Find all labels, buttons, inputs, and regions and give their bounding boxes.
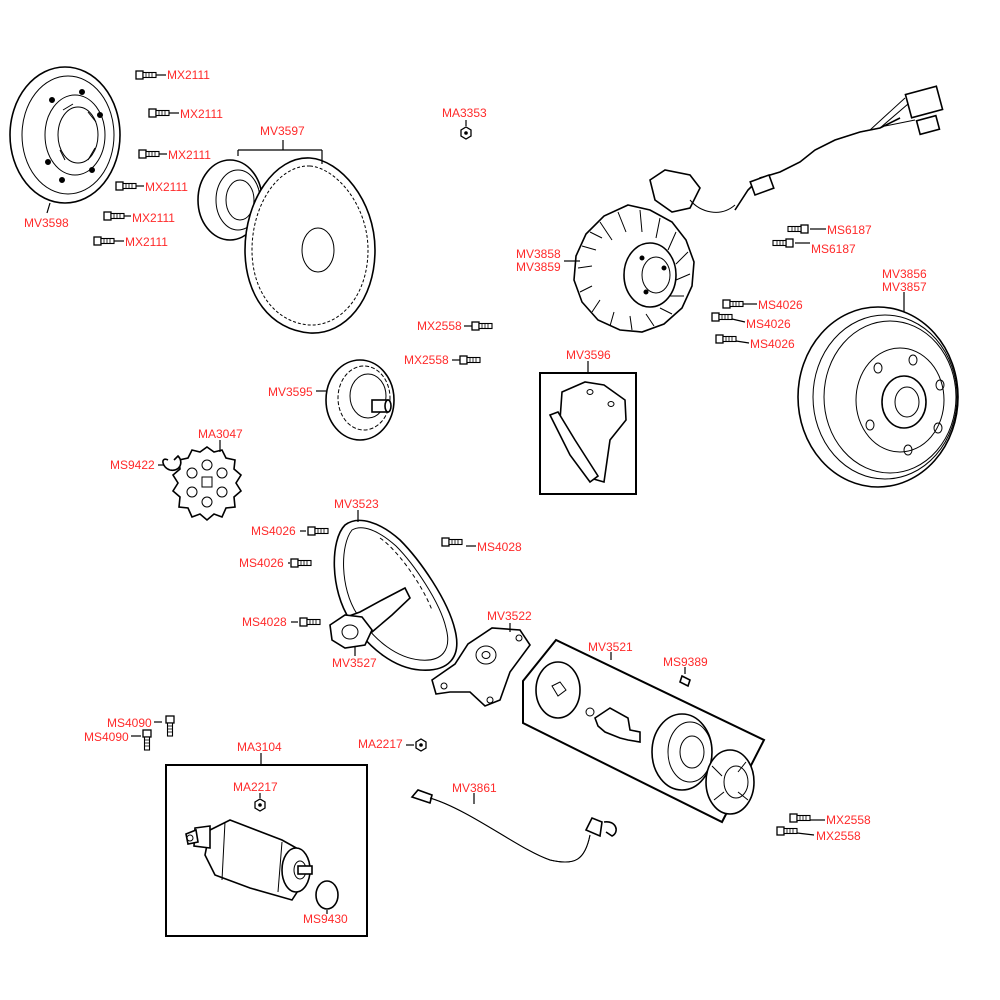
label-ms4090-1: MS4090 xyxy=(107,716,152,730)
label-mv3861: MV3861 xyxy=(452,781,497,795)
label-ms4026-r1: MS4026 xyxy=(758,298,803,312)
starter-cable-part xyxy=(410,789,617,863)
label-ms4028-l: MS4028 xyxy=(242,615,287,629)
label-mv3858: MV3858 xyxy=(516,247,561,261)
chain-part xyxy=(333,519,458,671)
label-mx2111-2: MX2111 xyxy=(180,107,223,121)
drive-pulley-part xyxy=(325,359,395,441)
ma3104-box xyxy=(165,764,368,937)
label-ma2217-2: MA2217 xyxy=(233,780,278,794)
label-mx2111-1: MX2111 xyxy=(167,68,210,82)
label-mx2111-4: MX2111 xyxy=(145,180,188,194)
label-ma2217-1: MA2217 xyxy=(358,737,403,751)
starter-gear-part xyxy=(197,157,376,334)
label-mv3596: MV3596 xyxy=(566,348,611,362)
label-mv3522: MV3522 xyxy=(487,609,532,623)
sprocket-part xyxy=(171,446,243,522)
label-mv3597: MV3597 xyxy=(260,124,305,138)
bracket-part xyxy=(431,627,531,707)
label-mv3859: MV3859 xyxy=(516,260,561,274)
label-ma3047: MA3047 xyxy=(198,427,243,441)
label-mv3595: MV3595 xyxy=(268,385,313,399)
label-ms9430: MS9430 xyxy=(303,912,348,926)
label-mx2558-2: MX2558 xyxy=(404,353,449,367)
label-mx2558-3: MX2558 xyxy=(826,813,871,827)
label-ms4026-l2: MS4026 xyxy=(239,556,284,570)
label-ms6187-1: MS6187 xyxy=(827,223,872,237)
label-mx2111-6: MX2111 xyxy=(125,235,168,249)
label-ms4090-2: MS4090 xyxy=(84,730,129,744)
stator-part xyxy=(573,85,944,333)
chain-guide-part xyxy=(548,381,627,484)
label-ms4026-r2: MS4026 xyxy=(746,317,791,331)
circlip-icon xyxy=(162,454,182,472)
label-ms4026-l1: MS4026 xyxy=(251,524,296,538)
key-icon xyxy=(679,674,691,688)
starter-motor-part xyxy=(185,819,313,901)
label-mx2111-5: MX2111 xyxy=(132,211,175,225)
label-mx2558-4: MX2558 xyxy=(816,829,861,843)
label-ms9422: MS9422 xyxy=(110,458,155,472)
label-mv3856: MV3856 xyxy=(882,267,927,281)
flywheel-part xyxy=(797,306,959,488)
label-ma3353: MA3353 xyxy=(442,106,487,120)
label-mv3521: MV3521 xyxy=(588,640,633,654)
label-mv3598: MV3598 xyxy=(24,216,69,230)
label-ms4028-r: MS4028 xyxy=(477,540,522,554)
chain-tensioner-part xyxy=(329,614,373,649)
label-mx2111-3: MX2111 xyxy=(168,148,211,162)
starter-clutch-part xyxy=(535,661,755,815)
label-mx2558-1: MX2558 xyxy=(417,319,462,333)
o-ring-icon xyxy=(315,880,339,910)
label-ma3104: MA3104 xyxy=(237,740,282,754)
label-ms6187-2: MS6187 xyxy=(811,242,856,256)
label-ms9389: MS9389 xyxy=(663,655,708,669)
label-ms4026-r3: MS4026 xyxy=(750,337,795,351)
label-mv3857: MV3857 xyxy=(882,280,927,294)
clutch-drum-part xyxy=(9,66,121,204)
label-mv3523: MV3523 xyxy=(334,497,379,511)
label-mv3527: MV3527 xyxy=(332,656,377,670)
